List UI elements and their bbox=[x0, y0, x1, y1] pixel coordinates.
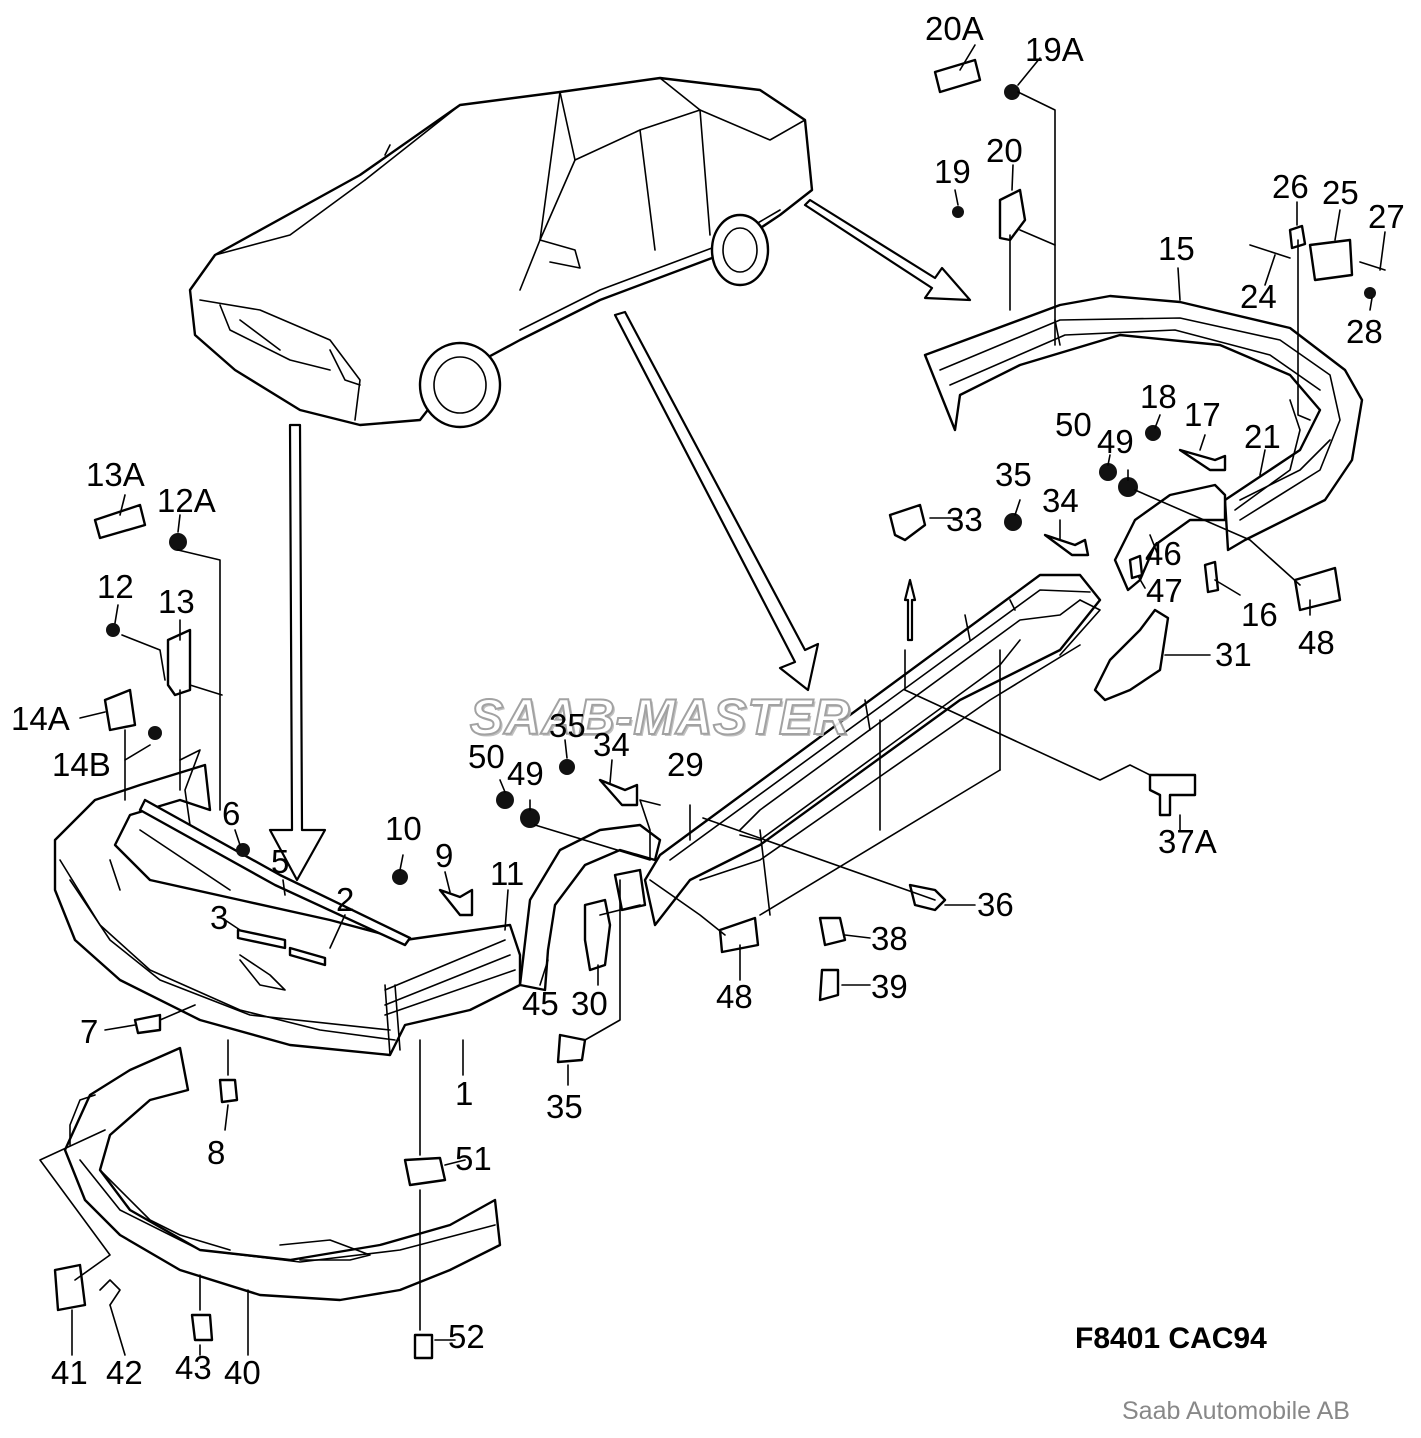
direction-arrows bbox=[268, 198, 972, 882]
callout-5: 5 bbox=[271, 843, 290, 880]
callout-9: 9 bbox=[435, 837, 454, 874]
callout-14B: 14B bbox=[52, 746, 111, 783]
callout-34-rear: 34 bbox=[1042, 482, 1079, 519]
callout-35-bottom: 35 bbox=[546, 1088, 583, 1125]
watermark: SAAB-MASTER bbox=[469, 689, 851, 745]
callout-40: 40 bbox=[224, 1354, 261, 1391]
callout-39: 39 bbox=[871, 968, 908, 1005]
callout-10: 10 bbox=[385, 810, 422, 847]
callout-30: 30 bbox=[571, 985, 608, 1022]
callout-49-mid: 49 bbox=[507, 755, 544, 792]
wheel-arch-rear bbox=[1113, 483, 1227, 592]
callout-28: 28 bbox=[1346, 313, 1383, 350]
callout-13: 13 bbox=[158, 583, 195, 620]
callout-20A: 20A bbox=[925, 10, 984, 47]
callout-34-mid: 34 bbox=[593, 726, 630, 763]
car-overview bbox=[188, 76, 814, 429]
callout-21: 21 bbox=[1244, 418, 1281, 455]
callout-47: 47 bbox=[1146, 572, 1183, 609]
rear-bumper bbox=[923, 294, 1364, 552]
callout-36: 36 bbox=[977, 886, 1014, 923]
callout-12A: 12A bbox=[157, 482, 216, 519]
callout-42: 42 bbox=[106, 1354, 143, 1391]
callout-19A: 19A bbox=[1025, 31, 1084, 68]
callout-17: 17 bbox=[1184, 396, 1221, 433]
callout-18: 18 bbox=[1140, 378, 1177, 415]
callout-49-rear: 49 bbox=[1097, 423, 1134, 460]
callout-35-mid: 35 bbox=[549, 707, 586, 744]
callout-46: 46 bbox=[1145, 535, 1182, 572]
callout-37A: 37A bbox=[1158, 823, 1217, 860]
callout-3: 3 bbox=[210, 899, 229, 936]
callout-50-mid: 50 bbox=[468, 738, 505, 775]
callout-35-rear: 35 bbox=[995, 456, 1032, 493]
callout-8: 8 bbox=[207, 1134, 226, 1171]
callout-6: 6 bbox=[222, 795, 241, 832]
mud-flap-front bbox=[583, 898, 612, 972]
copyright-text: Saab Automobile AB bbox=[1122, 1397, 1350, 1425]
lower-spoiler bbox=[63, 1046, 502, 1302]
callout-33: 33 bbox=[946, 501, 983, 538]
callout-29: 29 bbox=[667, 746, 704, 783]
callout-16: 16 bbox=[1241, 596, 1278, 633]
callout-20: 20 bbox=[986, 132, 1023, 169]
callout-48-rear: 48 bbox=[1298, 624, 1335, 661]
bumper-strip bbox=[138, 798, 412, 967]
callout-50-rear: 50 bbox=[1055, 406, 1092, 443]
callout-14A: 14A bbox=[11, 700, 70, 737]
mud-flap-rear bbox=[1093, 608, 1170, 702]
callout-12: 12 bbox=[97, 568, 134, 605]
front-bumper bbox=[53, 749, 522, 1057]
callout-52: 52 bbox=[448, 1318, 485, 1355]
callout-7: 7 bbox=[80, 1013, 99, 1050]
callout-48-mid: 48 bbox=[716, 978, 753, 1015]
callout-27: 27 bbox=[1368, 198, 1405, 235]
callout-43: 43 bbox=[175, 1349, 212, 1386]
callout-51: 51 bbox=[455, 1140, 492, 1177]
callout-26: 26 bbox=[1272, 168, 1309, 205]
callout-45: 45 bbox=[522, 985, 559, 1022]
leader-lines bbox=[39, 44, 1386, 1356]
callout-19: 19 bbox=[934, 153, 971, 190]
side-sill bbox=[643, 573, 1102, 927]
callout-25: 25 bbox=[1322, 174, 1359, 211]
hardware bbox=[53, 58, 1386, 1360]
callout-31: 31 bbox=[1215, 636, 1252, 673]
callout-15: 15 bbox=[1158, 230, 1195, 267]
callout-24: 24 bbox=[1240, 278, 1277, 315]
callout-38: 38 bbox=[871, 920, 908, 957]
wheel-arch-front bbox=[518, 823, 662, 992]
callout-2: 2 bbox=[336, 881, 355, 918]
callout-11: 11 bbox=[490, 855, 525, 892]
figure-code: F8401 CAC94 bbox=[1075, 1322, 1267, 1355]
callout-13A: 13A bbox=[86, 456, 145, 493]
callout-1: 1 bbox=[455, 1075, 474, 1112]
callout-41: 41 bbox=[51, 1354, 88, 1391]
